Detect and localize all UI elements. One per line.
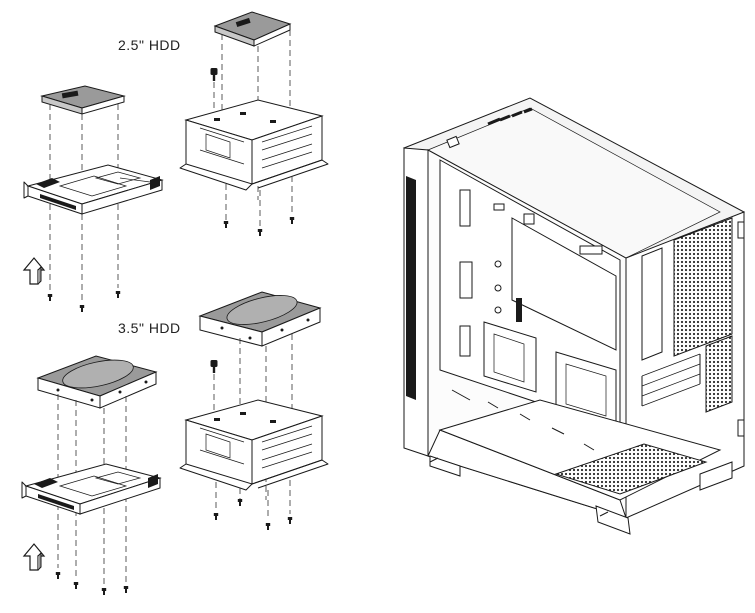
screw-icon [287, 517, 293, 524]
tray-25 [23, 164, 164, 215]
screw-icon [73, 582, 79, 589]
push-up-arrow-icon [23, 257, 45, 285]
screw-icon [47, 294, 53, 301]
side-mesh [705, 335, 733, 413]
screw-icon [55, 572, 61, 579]
hdd-35-left-assembly [21, 355, 162, 595]
thumbscrew-icon [210, 68, 218, 81]
label-35-hdd: 3.5" HDD [118, 320, 181, 336]
hdd-35-right-assembly [179, 291, 329, 530]
bottom-psu-mesh [554, 443, 708, 495]
screw-icon [223, 221, 229, 228]
push-up-arrow-icon [23, 543, 45, 571]
hdd-25-left-assembly [23, 85, 164, 312]
hdd-35-drive-top [198, 291, 322, 347]
screw-icon [115, 291, 121, 298]
screw-icon [237, 499, 243, 506]
cage-25 [179, 99, 329, 191]
screw-icon [123, 586, 129, 593]
screw-icon [101, 588, 107, 595]
top-fan-mesh [673, 217, 733, 357]
thumbscrew-icon [210, 360, 218, 373]
screw-icon [289, 217, 295, 224]
screw-icon [79, 305, 85, 312]
ssd-25-drive-top [213, 11, 292, 47]
label-25-hdd: 2.5" HDD [118, 37, 181, 53]
screw-icon [257, 229, 263, 236]
screw-icon [265, 523, 271, 530]
tray-35 [21, 463, 162, 515]
hdd-35-drive [36, 355, 158, 409]
screw-icon [213, 513, 219, 520]
hdd-25-right-assembly [179, 11, 329, 236]
pc-case [402, 97, 746, 535]
cage-35 [179, 399, 329, 491]
ssd-25-drive [40, 85, 126, 115]
